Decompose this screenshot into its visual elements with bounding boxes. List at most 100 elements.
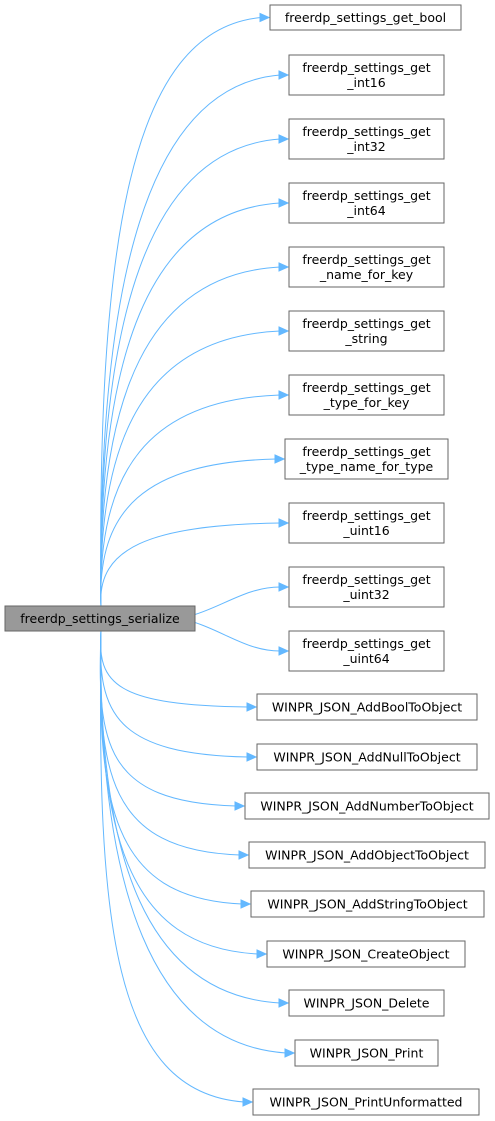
callee-node-box <box>288 566 445 608</box>
callee-node-box <box>256 693 478 721</box>
callee-node[interactable]: freerdp_settings_get_type_for_key <box>288 374 445 416</box>
arrowhead <box>278 198 290 208</box>
arrowhead <box>278 70 290 80</box>
callee-node-box <box>288 310 445 352</box>
callee-node-box <box>288 502 445 544</box>
callee-node[interactable]: WINPR_JSON_Delete <box>288 989 445 1017</box>
callee-node-label: _string <box>344 331 387 346</box>
arrowhead <box>274 454 286 464</box>
callee-node-label: freerdp_settings_get <box>302 60 430 75</box>
arrowhead <box>278 582 290 592</box>
callee-node-label: _name_for_key <box>319 267 414 282</box>
call-edge <box>100 458 277 607</box>
callee-node-label: freerdp_settings_get <box>302 124 430 139</box>
callee-node[interactable]: freerdp_settings_get_type_name_for_type <box>284 438 449 480</box>
root-function-node[interactable]: freerdp_settings_serialize <box>4 605 196 632</box>
callee-node[interactable]: WINPR_JSON_CreateObject <box>266 940 466 968</box>
callee-node-label: _type_name_for_type <box>299 459 434 474</box>
arrowhead <box>284 1048 296 1058</box>
arrowhead <box>259 12 271 23</box>
callee-node-label: _int64 <box>346 203 385 218</box>
callee-node[interactable]: WINPR_JSON_AddNumberToObject <box>244 792 490 820</box>
callee-node[interactable]: freerdp_settings_get_uint16 <box>288 502 445 544</box>
callee-node-label: freerdp_settings_get <box>302 380 430 395</box>
arrowhead <box>246 702 258 712</box>
callee-node[interactable]: freerdp_settings_get_bool <box>269 4 462 31</box>
callee-node[interactable]: WINPR_JSON_AddObjectToObject <box>248 841 486 869</box>
callee-node[interactable]: WINPR_JSON_AddStringToObject <box>250 890 485 918</box>
call-edge <box>100 522 281 607</box>
callee-node[interactable]: WINPR_JSON_AddNullToObject <box>256 743 478 771</box>
callee-node-box <box>252 1088 480 1116</box>
callee-node[interactable]: WINPR_JSON_Print <box>294 1039 439 1067</box>
root-function-node-label: freerdp_settings_serialize <box>20 611 180 626</box>
callee-node-label: WINPR_JSON_Print <box>310 1046 424 1061</box>
callee-node[interactable]: freerdp_settings_get_string <box>288 310 445 352</box>
call-edge <box>100 630 259 955</box>
callee-node-box <box>244 792 490 820</box>
callee-node-label: _type_for_key <box>323 395 410 410</box>
call-edge <box>100 202 281 607</box>
arrowhead <box>278 134 290 144</box>
callee-node-label: WINPR_JSON_AddStringToObject <box>267 897 467 912</box>
callee-node-box <box>256 743 478 771</box>
call-edge <box>100 330 281 607</box>
call-edges <box>99 12 296 1107</box>
callee-node-label: freerdp_settings_get <box>302 252 430 267</box>
callee-node[interactable]: freerdp_settings_get_int32 <box>288 118 445 160</box>
callee-node-label: _uint64 <box>342 651 389 666</box>
callee-node-label: freerdp_settings_get <box>302 572 430 587</box>
arrowhead <box>234 801 246 811</box>
callee-node-label: _uint16 <box>342 523 389 538</box>
callee-node-label: WINPR_JSON_AddObjectToObject <box>265 848 469 863</box>
callee-node-box <box>269 4 462 31</box>
call-edge <box>99 630 237 807</box>
callee-node[interactable]: WINPR_JSON_PrintUnformatted <box>252 1088 480 1116</box>
callee-node-label: freerdp_settings_get <box>302 636 430 651</box>
arrowhead <box>278 262 290 272</box>
call-edge <box>100 630 249 758</box>
callee-node-label: freerdp_settings_get <box>302 508 430 523</box>
callee-node-box <box>288 118 445 160</box>
callee-node[interactable]: freerdp_settings_get_int64 <box>288 182 445 224</box>
arrowhead <box>278 326 290 336</box>
callee-node[interactable]: freerdp_settings_get_uint32 <box>288 566 445 608</box>
call-edge <box>100 630 287 1054</box>
call-edge <box>100 394 281 607</box>
call-nodes: freerdp_settings_serialize freerdp_settin… <box>4 4 490 1116</box>
callee-node-box <box>266 940 466 968</box>
callee-node-label: _int16 <box>346 75 385 90</box>
arrowhead <box>278 518 290 528</box>
call-edge <box>100 138 281 607</box>
callee-node-label: WINPR_JSON_AddBoolToObject <box>272 700 462 715</box>
root-function-node-box <box>4 605 196 632</box>
callee-node[interactable]: freerdp_settings_get_int16 <box>288 54 445 96</box>
call-edge <box>194 586 281 615</box>
call-edge <box>100 630 249 708</box>
arrowhead <box>242 1097 254 1107</box>
callee-node-box <box>284 438 449 480</box>
callee-node-label: _int32 <box>346 139 385 154</box>
call-edge <box>194 622 281 652</box>
callee-node-label: WINPR_JSON_AddNullToObject <box>273 750 460 765</box>
call-edge <box>99 630 245 1103</box>
call-edge <box>100 17 262 607</box>
callee-node-label: WINPR_JSON_AddNumberToObject <box>260 799 473 814</box>
arrowhead <box>278 646 290 656</box>
callee-node-label: WINPR_JSON_Delete <box>303 996 429 1011</box>
callee-node-label: freerdp_settings_get <box>302 444 430 459</box>
callee-node[interactable]: WINPR_JSON_AddBoolToObject <box>256 693 478 721</box>
callee-node-label: freerdp_settings_get <box>302 316 430 331</box>
arrowhead <box>246 752 258 762</box>
arrowhead <box>256 949 268 959</box>
callee-node-label: freerdp_settings_get_bool <box>285 10 446 25</box>
call-edge <box>99 630 241 856</box>
callee-node-box <box>248 841 486 869</box>
callee-node-box <box>288 989 445 1017</box>
callee-node-label: WINPR_JSON_PrintUnformatted <box>270 1095 463 1110</box>
arrowhead <box>278 390 290 400</box>
callee-node[interactable]: freerdp_settings_get_name_for_key <box>288 246 445 288</box>
arrowhead <box>238 850 250 860</box>
callee-node[interactable]: freerdp_settings_get_uint64 <box>288 630 445 672</box>
